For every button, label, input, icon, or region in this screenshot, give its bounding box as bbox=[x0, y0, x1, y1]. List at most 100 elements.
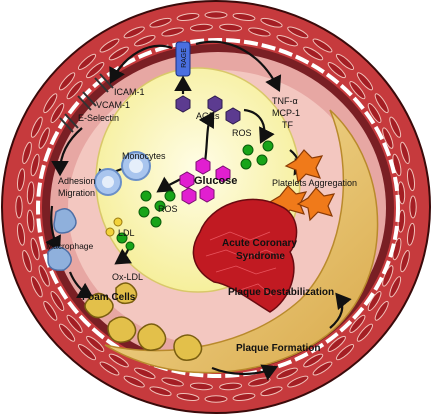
smooth-muscle-cell bbox=[409, 195, 417, 219]
smooth-muscle-cell bbox=[312, 38, 333, 53]
label-ros-top: ROS bbox=[232, 128, 252, 138]
smooth-muscle-cell bbox=[349, 314, 366, 334]
smooth-muscle-cell bbox=[43, 93, 58, 114]
ros-molecule bbox=[256, 154, 268, 166]
smooth-muscle-cell bbox=[30, 116, 43, 138]
arrow-glucose-to-ages bbox=[198, 111, 215, 163]
ldl-particle bbox=[125, 241, 135, 251]
ldl-particles bbox=[105, 217, 135, 251]
smooth-muscle-cell bbox=[356, 72, 373, 91]
smooth-muscle-cell bbox=[356, 323, 373, 342]
smooth-muscle-cell bbox=[312, 361, 333, 376]
plaque-crescent bbox=[104, 109, 379, 374]
glucose-hexagon bbox=[181, 187, 197, 205]
smooth-muscle-cell bbox=[189, 382, 213, 391]
label-eselectin: E-Selectin bbox=[78, 113, 119, 123]
smooth-muscle-cell bbox=[260, 17, 283, 28]
smooth-muscle-cell bbox=[123, 26, 145, 39]
smooth-muscle-cell bbox=[287, 26, 309, 39]
label-platelets: Platelets Aggregation bbox=[272, 178, 357, 188]
smooth-muscle-cell bbox=[374, 93, 389, 114]
smooth-muscle-cell bbox=[38, 265, 50, 287]
smooth-muscle-cell bbox=[232, 12, 256, 22]
label-foam: Foam Cells bbox=[82, 292, 136, 303]
smooth-muscle-cell bbox=[59, 323, 76, 342]
smooth-muscle-cell bbox=[382, 127, 394, 149]
label-tnf: TNF-α bbox=[272, 96, 298, 106]
thrombus-texture bbox=[205, 231, 285, 297]
smooth-muscle-cell bbox=[382, 265, 394, 287]
smooth-muscle-cell bbox=[327, 335, 346, 352]
ros-molecule bbox=[262, 140, 274, 152]
ages-hexagon bbox=[175, 95, 191, 113]
smooth-muscle-cell bbox=[108, 353, 129, 368]
foam-cell bbox=[137, 323, 167, 351]
label-oxldl: Ox-LDL bbox=[112, 272, 143, 282]
platelets bbox=[268, 149, 336, 222]
ages-hexagon bbox=[207, 95, 223, 113]
smooth-muscle-cell bbox=[349, 80, 366, 100]
smooth-muscle-cell bbox=[248, 27, 271, 37]
smooth-muscle-cell bbox=[149, 17, 172, 28]
ros-molecule bbox=[154, 200, 166, 212]
arrow-ros-loop bbox=[243, 108, 275, 144]
ros-molecule bbox=[240, 158, 252, 170]
smooth-muscle-cell bbox=[232, 392, 256, 402]
label-ages: AGEs bbox=[196, 111, 220, 121]
label-monocytes: Monocytes bbox=[122, 151, 166, 161]
smooth-muscle-cell bbox=[15, 195, 23, 219]
smooth-muscle-cell bbox=[204, 395, 228, 403]
smooth-muscle-cell bbox=[26, 181, 35, 205]
glucose-hexagon bbox=[215, 165, 231, 183]
ros-molecule bbox=[242, 144, 254, 156]
smooth-muscle-cell bbox=[16, 222, 26, 246]
ages-molecules bbox=[175, 95, 241, 125]
monocytes bbox=[94, 151, 151, 196]
smooth-muscle-cell bbox=[16, 168, 26, 192]
smooth-muscle-cell bbox=[367, 290, 382, 312]
smooth-muscle-cell bbox=[303, 353, 324, 368]
smooth-muscle-cell bbox=[406, 222, 416, 246]
smooth-muscle-cell bbox=[260, 386, 283, 397]
smooth-muscle-cell bbox=[108, 46, 129, 61]
smooth-muscle-cell bbox=[397, 181, 406, 205]
ros-molecule bbox=[140, 190, 152, 202]
glucose-hexagon bbox=[179, 171, 195, 189]
smooth-muscle-cell bbox=[86, 62, 105, 79]
smooth-muscle-cell bbox=[86, 335, 105, 352]
smooth-muscle-cell bbox=[66, 314, 83, 334]
smooth-muscle-cell bbox=[66, 80, 83, 100]
arrow-macrophage-to-foam bbox=[68, 271, 94, 299]
label-mcp: MCP-1 bbox=[272, 108, 300, 118]
smooth-muscle-cell bbox=[30, 153, 40, 177]
label-acs-line1: Acute Coronary bbox=[222, 238, 297, 249]
thrombus bbox=[192, 198, 298, 313]
smooth-muscle-cell bbox=[38, 127, 50, 149]
smooth-muscle-cell bbox=[30, 276, 43, 298]
smooth-muscle-cell bbox=[303, 46, 324, 61]
ldl-particle bbox=[113, 217, 123, 227]
label-ldl: LDL bbox=[118, 228, 135, 238]
smooth-muscle-cell bbox=[149, 386, 172, 397]
foam-cell bbox=[173, 334, 203, 361]
ros-top-cluster bbox=[240, 140, 274, 170]
foam-cell bbox=[84, 292, 114, 319]
glucose-molecules bbox=[179, 157, 231, 205]
smooth-muscle-cell bbox=[30, 237, 40, 261]
smooth-muscle-cell bbox=[50, 290, 65, 312]
smooth-muscle-cell bbox=[50, 102, 65, 124]
foam-cells bbox=[84, 282, 203, 361]
smooth-muscle-cell bbox=[99, 361, 120, 376]
smooth-muscle-cell bbox=[77, 53, 97, 70]
smooth-muscle-cell bbox=[134, 367, 156, 379]
smooth-muscle-cell bbox=[400, 141, 410, 164]
glucose-hexagon bbox=[199, 185, 215, 203]
smooth-muscle-cell bbox=[22, 250, 32, 273]
smooth-muscle-cell bbox=[389, 116, 402, 138]
foam-cell bbox=[107, 316, 137, 343]
platelet bbox=[296, 187, 336, 222]
smooth-muscle-cell bbox=[26, 209, 35, 233]
wall-cells bbox=[15, 11, 417, 403]
smooth-muscle-cell bbox=[43, 300, 58, 321]
